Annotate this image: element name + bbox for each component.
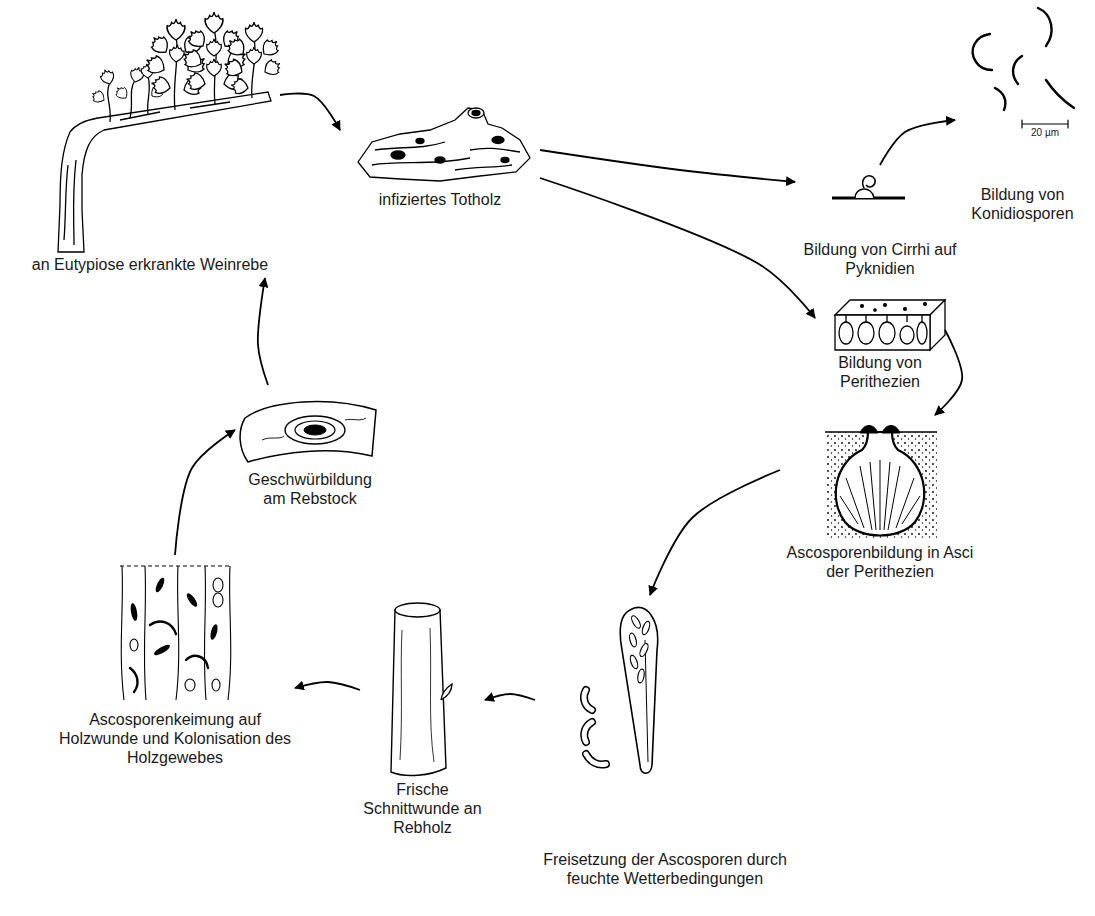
stage-node: Bildung von Perithezien <box>815 295 945 395</box>
conidiospore-drawing <box>973 8 1074 128</box>
stage-caption: Frische Schnittwunde an Rebholz <box>360 780 485 838</box>
cycle-arrow <box>295 682 360 690</box>
cycle-arrow <box>540 178 815 318</box>
cycle-arrow <box>880 120 955 165</box>
stage-caption: infiziertes Totholz <box>340 190 540 209</box>
perithecium-drawing <box>825 426 937 541</box>
stage-node: Ascosporenkeimung auf Holzwunde und Kolo… <box>55 555 295 772</box>
stage-node: Geschwürbildung am Rebstock <box>235 385 385 512</box>
stage-node: Bildung von Konidiosporen <box>955 5 1090 227</box>
ascus-drawing <box>584 607 658 773</box>
stage-caption: Geschwürbildung am Rebstock <box>235 470 385 508</box>
stage-node: an Eutypiose erkrankte Weinrebe <box>20 30 280 278</box>
stage-node: Frische Schnittwunde an Rebholz <box>360 585 485 842</box>
cycle-arrow <box>485 694 535 700</box>
perithecia-block-drawing <box>835 300 945 350</box>
cycle-arrow <box>258 278 268 385</box>
stage-node: infiziertes Totholz <box>340 100 540 213</box>
stage-node: Freisetzung der Ascosporen durch feuchte… <box>535 595 795 892</box>
cycle-arrow <box>540 150 795 182</box>
vine-drawing <box>58 12 283 252</box>
stage-caption: Bildung von Perithezien <box>815 353 945 391</box>
pruning-wound-drawing <box>391 603 452 775</box>
stage-caption: Ascosporenbildung in Asci der Perithezie… <box>780 543 980 581</box>
stage-caption: Ascosporenkeimung auf Holzwunde und Kolo… <box>55 710 295 768</box>
wood-tissue-drawing <box>120 566 232 700</box>
pycnidium-drawing <box>832 176 905 198</box>
cycle-arrow <box>650 470 780 595</box>
scale-label: 20 µm <box>1018 127 1072 138</box>
canker-drawing <box>240 402 376 462</box>
cycle-arrow <box>280 94 340 130</box>
stage-node: Ascosporenbildung in Asci der Perithezie… <box>780 415 980 585</box>
deadwood-drawing <box>358 108 530 181</box>
cycle-arrow <box>175 430 235 555</box>
cycle-arrow <box>935 330 962 415</box>
stage-caption: Bildung von Cirrhi auf Pyknidien <box>795 240 965 278</box>
stage-node: Bildung von Cirrhi auf Pyknidien <box>795 165 965 282</box>
stage-caption: Bildung von Konidiosporen <box>955 185 1090 223</box>
stage-caption: Freisetzung der Ascosporen durch feuchte… <box>535 850 795 888</box>
stage-caption: an Eutypiose erkrankte Weinrebe <box>20 255 280 274</box>
